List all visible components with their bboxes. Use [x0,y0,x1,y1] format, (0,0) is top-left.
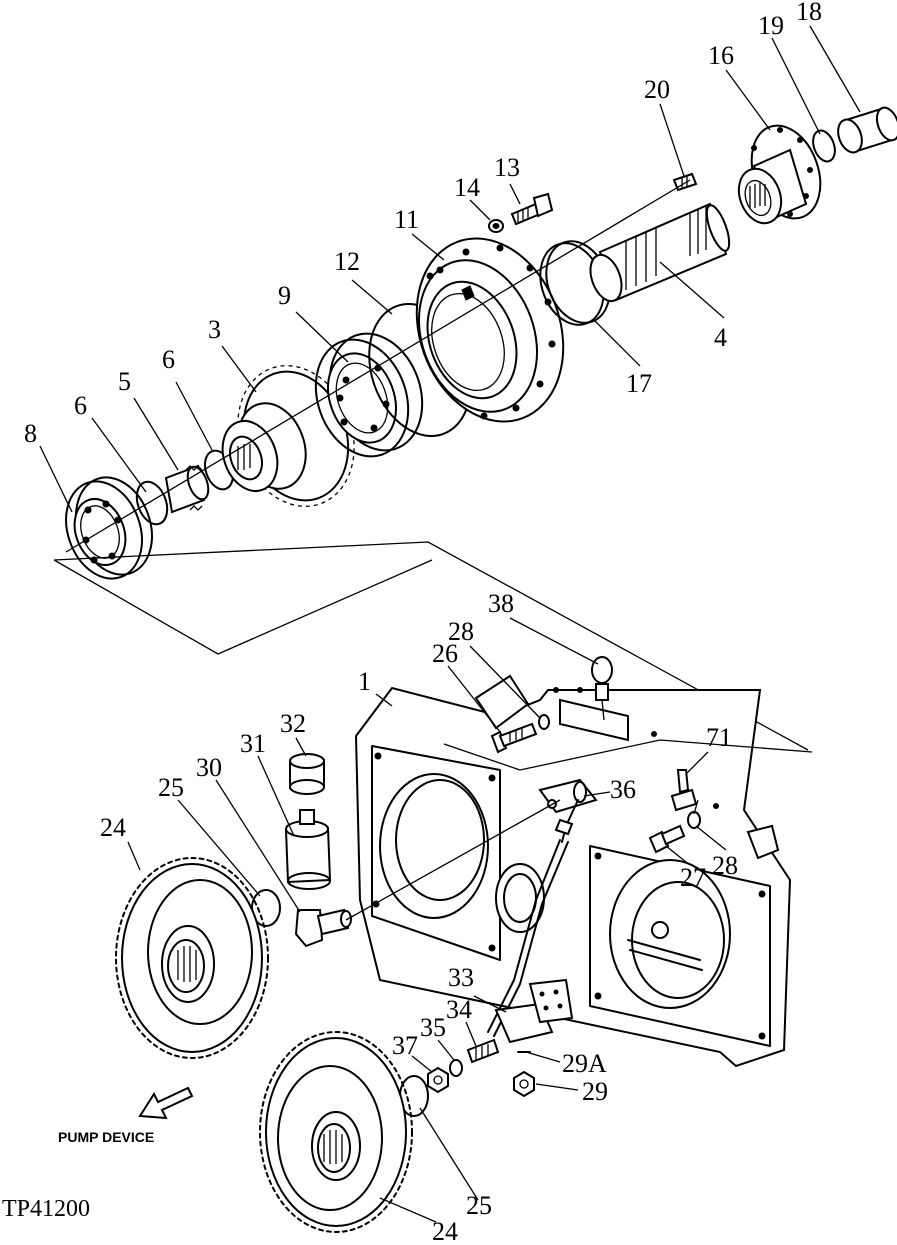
callout-1: 1 [358,667,371,696]
callout-38: 38 [488,589,514,618]
callout-17: 17 [626,369,652,398]
callout-33: 33 [448,963,474,992]
part-30-elbow [294,908,352,948]
assembly-reference-frame [53,541,809,751]
part-4-shaft [589,202,731,303]
callout-labels: 8 6 5 6 3 9 12 11 14 13 20 16 19 18 4 17… [24,0,822,1245]
part-16-flange [737,124,822,225]
part-29-nut [513,1070,535,1098]
part-6-snap-ring-left [135,480,169,526]
callout-19: 19 [758,11,784,40]
part-38-eye-bolt [591,656,613,721]
callout-13: 13 [494,153,520,182]
callout-16: 16 [708,41,734,70]
assembly-axis-line [65,179,691,553]
part-14-washer [488,219,504,233]
callout-29: 29 [582,1077,608,1106]
part-27-bolt [648,824,686,854]
callout-20: 20 [644,75,670,104]
part-34-bolt [466,1038,500,1064]
leader-lines [39,25,861,1223]
callout-24-upper: 24 [100,813,126,842]
part-28-washer-top [538,714,550,730]
callout-36: 36 [610,775,636,804]
callout-71: 71 [706,723,732,752]
part-33-lever-rod [487,839,574,1044]
pump-device-label: PUMP DEVICE [58,1129,154,1145]
part-31-filter [284,809,332,890]
callout-25-lower: 25 [466,1191,492,1220]
callout-37: 37 [392,1031,418,1060]
callout-8: 8 [24,419,37,448]
part-18-sleeve [837,106,897,154]
callout-24-lower: 24 [432,1217,458,1245]
callout-6-right: 6 [162,345,175,374]
callout-9: 9 [278,281,291,310]
callout-4: 4 [714,323,727,352]
callout-26: 26 [432,639,458,668]
part-8-bearing [65,476,153,580]
callout-18: 18 [796,0,822,26]
callout-28-top: 28 [448,617,474,646]
callout-14: 14 [454,173,480,202]
part-24-gear-lower [259,1031,413,1233]
callout-11: 11 [394,205,419,234]
part-36-fitting [554,781,587,843]
part-32-filter-cap [289,753,325,795]
callout-32: 32 [280,709,306,738]
callout-29a: 29A [562,1049,607,1078]
part-13-bolt [510,192,554,226]
housing-reference-line [443,739,813,771]
part-9-bearing [314,332,424,458]
part-26-bolt [490,722,538,754]
part-24-gear-upper [115,857,269,1059]
part-35-washer [449,1059,463,1077]
callout-27: 27 [680,863,706,892]
callout-25-upper: 25 [158,773,184,802]
filter-connection-line [345,799,561,921]
callout-34: 34 [446,995,472,1024]
figure-code: TP41200 [2,1196,90,1222]
callout-3: 3 [208,315,221,344]
part-37-nut [427,1066,449,1094]
callout-12: 12 [334,247,360,276]
part-5-hub [164,464,210,514]
part-11-cover [415,237,565,423]
pump-direction-arrow-icon [138,1086,194,1120]
part-3-gear [221,365,355,507]
callout-30: 30 [196,753,222,782]
callout-31: 31 [240,729,266,758]
callout-28-bottom: 28 [712,851,738,880]
part-71-bolt [670,769,698,812]
callout-5: 5 [118,367,131,396]
callout-6-left: 6 [74,391,87,420]
callout-35: 35 [420,1013,446,1042]
